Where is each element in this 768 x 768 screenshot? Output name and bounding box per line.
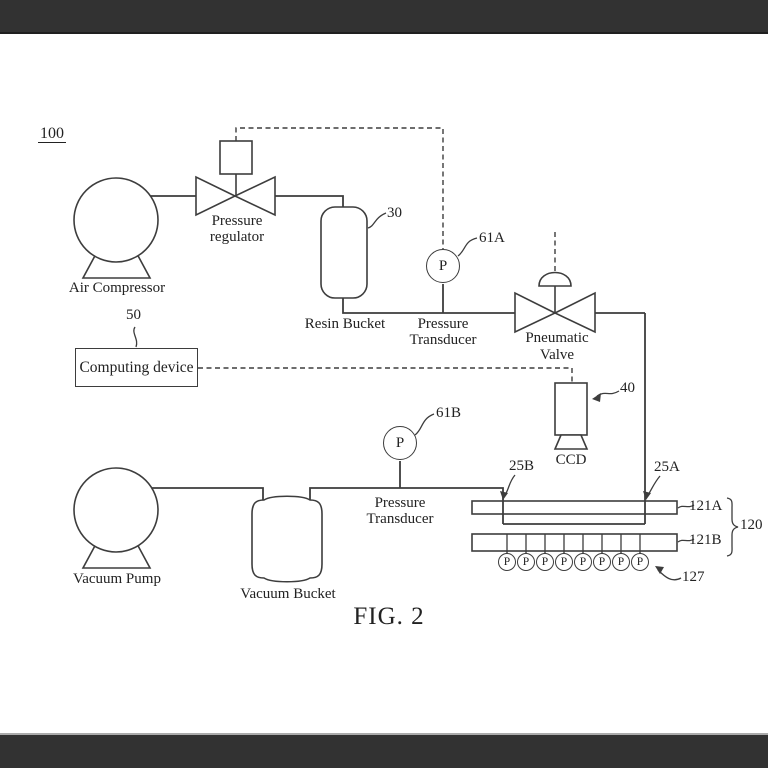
figure-caption: FIG. 2 (353, 603, 425, 630)
gauge-symbol: P (395, 434, 405, 451)
ccd-camera-icon (553, 382, 589, 450)
pressure-regulator-label-line1: Pressure (211, 213, 263, 229)
ref-40: 40 (620, 380, 635, 396)
sensor-symbol: P (598, 556, 606, 568)
air-compressor-icon (73, 177, 159, 279)
vacuum-pump-icon (73, 467, 159, 569)
pressure-sensor-icon: P (555, 553, 573, 571)
pressure-sensor-icon: P (612, 553, 630, 571)
mold-plates-icon (471, 500, 678, 552)
ref-127: 127 (682, 569, 705, 585)
equipment-symbols (73, 140, 596, 583)
pressure-sensor-icon: P (536, 553, 554, 571)
vacuum-bucket-icon (251, 495, 323, 583)
pressure-sensor-icon: P (498, 553, 516, 571)
ref-120: 120 (740, 517, 763, 533)
pressure-sensor-icon: P (631, 553, 649, 571)
resin-bucket-label: Resin Bucket (304, 316, 386, 332)
ref-50: 50 (126, 307, 141, 323)
pressure-regulator-valve-icon (195, 140, 276, 217)
pressure-regulator-label-line2: regulator (209, 229, 265, 245)
sensor-symbol: P (579, 556, 587, 568)
pressure-transducer-b-label-line2: Transducer (366, 511, 434, 527)
ref-121A: 121A (689, 498, 723, 514)
piping-lines (150, 195, 646, 554)
pressure-sensor-icon: P (593, 553, 611, 571)
figure-ref-number: 100 (38, 125, 66, 143)
pneumatic-valve-icon (514, 271, 596, 334)
pneumatic-valve-label-line2: Valve (539, 347, 575, 363)
vacuum-pump-label: Vacuum Pump (73, 571, 161, 587)
pressure-transducer-a-label-line1: Pressure (417, 316, 469, 332)
ref-25A: 25A (654, 459, 680, 475)
sensor-symbol: P (560, 556, 568, 568)
ref-121B: 121B (689, 532, 722, 548)
sensor-symbol: P (541, 556, 549, 568)
computing-device-box: Computing device (75, 348, 198, 387)
pressure-transducer-b-gauge-icon: P (383, 426, 417, 460)
air-compressor-label: Air Compressor (68, 280, 166, 296)
resin-bucket-icon (320, 206, 368, 299)
top-letterbox-bar (0, 0, 768, 34)
brace-120 (726, 497, 739, 557)
sensor-symbol: P (636, 556, 644, 568)
ref-30: 30 (387, 205, 402, 221)
sensor-symbol: P (522, 556, 530, 568)
ref-61B: 61B (436, 405, 462, 421)
arrowheads (500, 393, 664, 574)
dashed-control-lines (198, 127, 573, 383)
ref-25B: 25B (509, 458, 535, 474)
pressure-transducer-b-label-line1: Pressure (374, 495, 426, 511)
pneumatic-valve-label-line1: Pneumatic (525, 330, 589, 346)
computing-device-label: Computing device (79, 358, 194, 376)
pressure-transducer-a-gauge-icon: P (426, 249, 460, 283)
pressure-sensor-icon: P (574, 553, 592, 571)
leader-lines (133, 212, 739, 581)
sensor-symbol: P (617, 556, 625, 568)
vacuum-bucket-label: Vacuum Bucket (240, 586, 336, 602)
gauge-symbol: P (438, 257, 448, 274)
ref-61A: 61A (479, 230, 505, 246)
ccd-label: CCD (555, 452, 587, 468)
bottom-letterbox-bar (0, 733, 768, 768)
pressure-sensor-icon: P (517, 553, 535, 571)
pressure-transducer-a-label-line2: Transducer (409, 332, 477, 348)
sensor-symbol: P (503, 556, 511, 568)
